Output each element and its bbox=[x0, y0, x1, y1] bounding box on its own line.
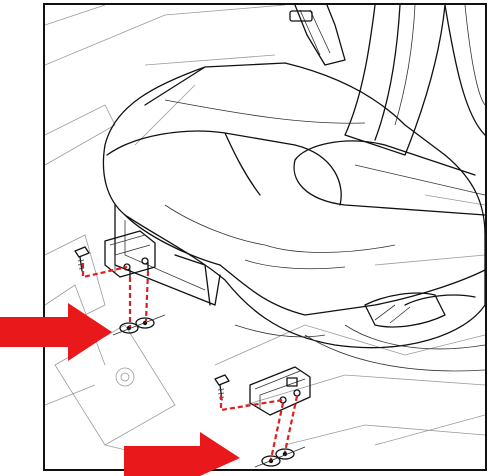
seat-illustration bbox=[45, 5, 485, 469]
bolt-front bbox=[74, 246, 90, 272]
red-arrow-right-icon bbox=[124, 432, 240, 476]
seat-cushion bbox=[102, 62, 485, 372]
seat-base bbox=[114, 204, 326, 338]
mount-holes-front bbox=[112, 314, 166, 336]
illustration-frame bbox=[43, 3, 487, 471]
rear-track-bracket bbox=[249, 366, 311, 416]
mount-holes-rear bbox=[254, 446, 306, 468]
red-arrow-right-icon bbox=[0, 303, 112, 361]
alignment-guides bbox=[81, 263, 299, 460]
seat-back bbox=[289, 5, 485, 156]
floor-linework bbox=[45, 5, 485, 469]
